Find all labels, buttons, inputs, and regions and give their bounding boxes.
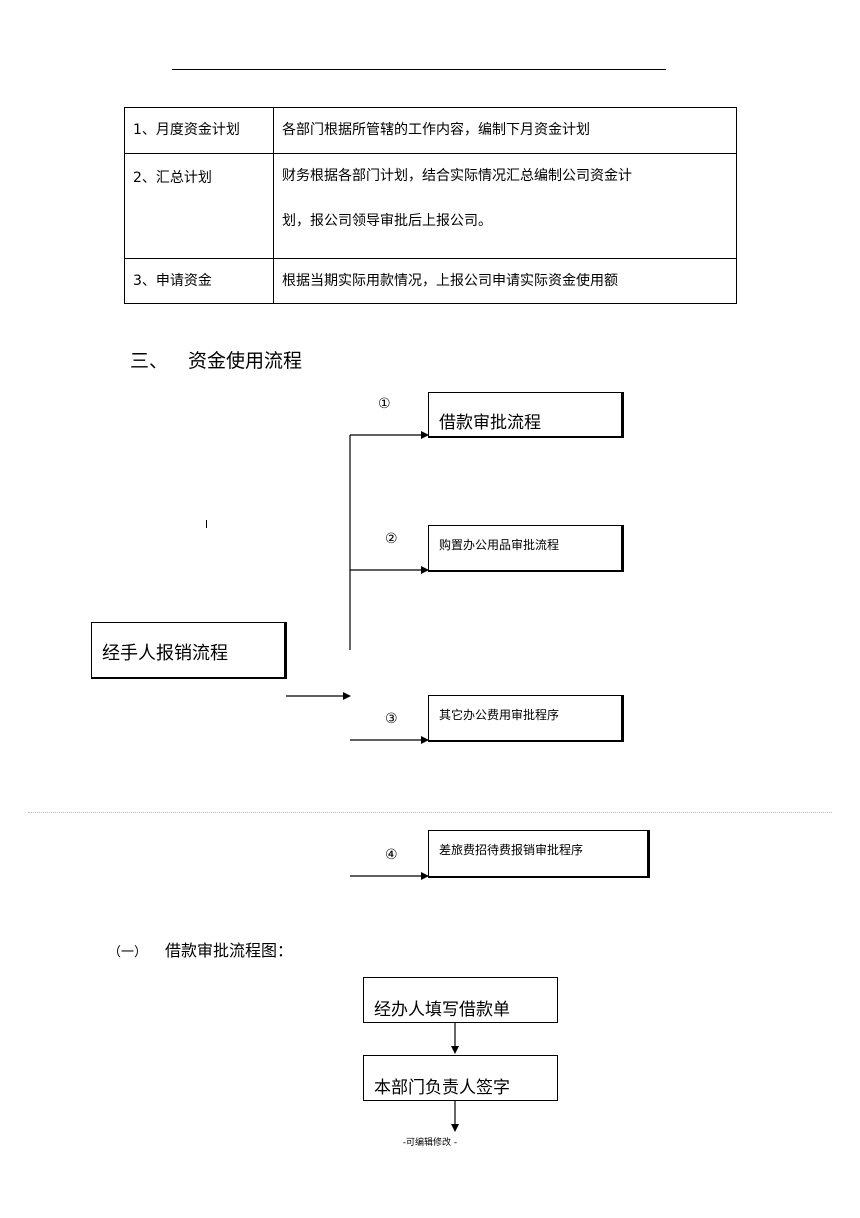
page-divider: [28, 812, 832, 813]
branch-marker: ③: [385, 711, 398, 727]
flow-box-label: 其它办公费用审批程序: [439, 708, 560, 722]
plan-desc-cell: 根据当期实际用款情况，上报公司申请实际资金使用额: [273, 258, 737, 304]
loan-step-label: 经办人填写借款单: [374, 1000, 510, 1020]
plan-step-cell: 2、汇总计划: [124, 153, 274, 259]
flow-box-loan-approval: 借款审批流程: [428, 392, 624, 438]
footer-note: -可编辑修改 -: [402, 1138, 458, 1148]
plan-desc-cell: 财务根据各部门计划，结合实际情况汇总编制公司资金计划，报公司领导审批后上报公司。: [273, 153, 737, 259]
flow-box-label: 经手人报销流程: [102, 643, 228, 664]
plan-desc-cell: 各部门根据所管辖的工作内容，编制下月资金计划: [273, 107, 737, 154]
table-row: 1、月度资金计划 各部门根据所管辖的工作内容，编制下月资金计划: [124, 107, 737, 154]
fund-plan-table: 1、月度资金计划 各部门根据所管辖的工作内容，编制下月资金计划 2、汇总计划 财…: [124, 107, 737, 304]
plan-step-cell: 3、申请资金: [124, 258, 274, 304]
loan-step-fill-form: 经办人填写借款单: [363, 977, 558, 1023]
subsection-number: （一）: [108, 945, 148, 960]
flow-box-label: 购置办公用品审批流程: [439, 538, 560, 552]
flow-box-reimbursement-source: 经手人报销流程: [91, 622, 287, 679]
table-row: 2、汇总计划 财务根据各部门计划，结合实际情况汇总编制公司资金计划，报公司领导审…: [124, 153, 737, 259]
header-rule: [172, 69, 666, 70]
loan-step-label: 本部门负责人签字: [374, 1078, 510, 1098]
section-heading: 三、资金使用流程: [130, 346, 302, 373]
plan-step-cell: 1、月度资金计划: [124, 107, 274, 154]
branch-marker: ④: [385, 847, 398, 863]
section-title: 资金使用流程: [188, 350, 303, 372]
branch-marker: ①: [378, 396, 391, 412]
flow-box-label: 差旅费招待费报销审批程序: [439, 843, 584, 857]
branch-marker: ②: [385, 531, 398, 547]
loan-step-dept-sign: 本部门负责人签字: [363, 1055, 558, 1101]
flow-box-office-supplies: 购置办公用品审批流程: [428, 525, 624, 572]
table-row: 3、申请资金 根据当期实际用款情况，上报公司申请实际资金使用额: [124, 258, 737, 304]
plan-desc-line: 划，报公司领导审批后上报公司。: [282, 213, 492, 229]
stray-mark: [206, 520, 207, 528]
section-number: 三、: [130, 350, 169, 372]
subsection-heading: （一） 借款审批流程图：: [108, 937, 293, 961]
plan-desc-line: 财务根据各部门计划，结合实际情况汇总编制公司资金计: [282, 168, 632, 184]
flow-box-travel-entertainment: 差旅费招待费报销审批程序: [428, 830, 650, 878]
subsection-title: 借款审批流程图：: [165, 941, 294, 960]
flow-box-label: 借款审批流程: [439, 413, 541, 433]
flow-box-other-office-expenses: 其它办公费用审批程序: [428, 695, 624, 742]
